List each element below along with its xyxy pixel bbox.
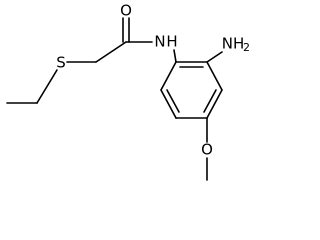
structure-canvas: O N H NH 2 S O (6, 2, 250, 181)
bond-ring-c6-c1 (160, 61, 177, 91)
bond-ring-c5-c6 (160, 89, 177, 119)
bond-ring-amino (206, 51, 223, 63)
bond-ring-c2-c3 (206, 61, 223, 91)
atom-oxygen-methoxy: O (201, 141, 213, 159)
atom-sulfur: S (56, 54, 66, 72)
molecule-diagram: O N H NH 2 S O (6, 2, 250, 181)
atom-amino: NH (222, 35, 245, 53)
bond-carbonyl-ch2 (95, 41, 127, 63)
atom-oxygen-carbonyl: O (120, 2, 132, 20)
atom-label-group: O N H NH 2 S O (56, 2, 250, 159)
bond-sulfur-ethyl (36, 69, 58, 104)
atom-hydrogen-amide: H (166, 33, 177, 51)
bond-ring-c3-c4 (206, 89, 223, 119)
atom-amino-subscript: 2 (243, 41, 250, 54)
bond-ring-c3-c4-inner (203, 89, 217, 113)
atom-nitrogen-amide: N (154, 33, 165, 51)
bond-group (6, 17, 223, 181)
bond-ring-c5-c6-inner (166, 89, 180, 113)
bond-nitrogen-ring (173, 49, 177, 63)
